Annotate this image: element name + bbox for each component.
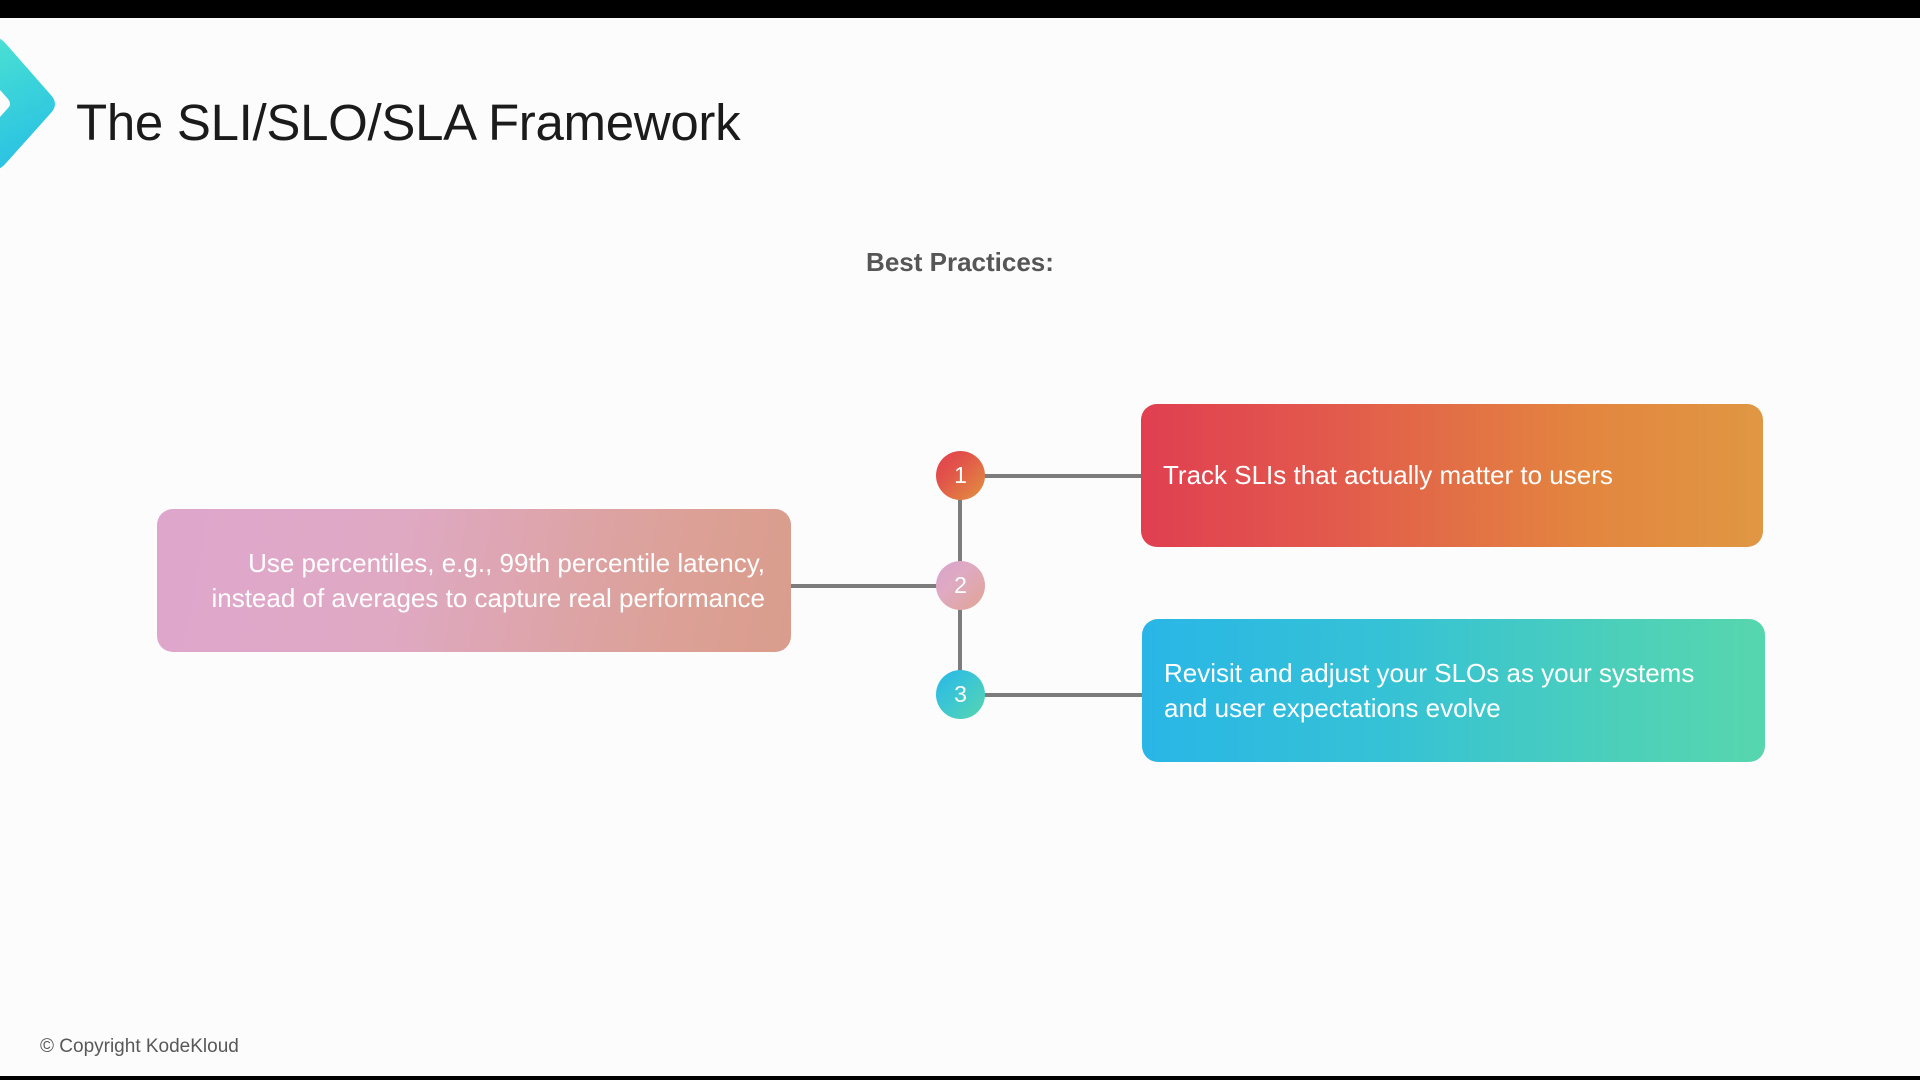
best-practices-diagram: 1 2 3 Track SLIs that actually matter to…: [0, 18, 1920, 1078]
connector-node2-to-card2: [789, 584, 939, 588]
diagram-node-2-number: 2: [954, 572, 967, 598]
practice-card-3-text: Revisit and adjust your SLOs as your sys…: [1164, 658, 1695, 723]
section-heading: Best Practices:: [866, 247, 1054, 277]
diagram-node-1[interactable]: 1: [936, 451, 985, 500]
bottom-black-bar: [0, 1076, 1920, 1080]
diagram-node-3-number: 3: [954, 681, 967, 707]
practice-card-2-text: Use percentiles, e.g., 99th percentile l…: [211, 548, 765, 613]
practice-card-1[interactable]: Track SLIs that actually matter to users: [1141, 404, 1763, 547]
connector-spine-2-3: [958, 598, 962, 706]
copyright-notice: © Copyright KodeKloud: [40, 1036, 239, 1057]
diagram-node-2[interactable]: 2: [936, 561, 985, 610]
practice-card-2[interactable]: Use percentiles, e.g., 99th percentile l…: [157, 509, 791, 652]
connector-node1-to-card1: [982, 474, 1144, 478]
practice-card-3[interactable]: Revisit and adjust your SLOs as your sys…: [1142, 619, 1765, 762]
connector-spine-1-2: [958, 488, 962, 598]
top-black-bar: [0, 0, 1920, 18]
practice-card-1-text: Track SLIs that actually matter to users: [1163, 460, 1613, 491]
chevron-right-icon: [0, 28, 60, 176]
page-title: The SLI/SLO/SLA Framework: [76, 94, 741, 151]
slide-canvas: The SLI/SLO/SLA Framework Best Practices…: [0, 18, 1920, 1078]
diagram-node-3[interactable]: 3: [936, 670, 985, 719]
diagram-node-1-number: 1: [954, 462, 967, 488]
connector-node3-to-card3: [982, 693, 1144, 697]
